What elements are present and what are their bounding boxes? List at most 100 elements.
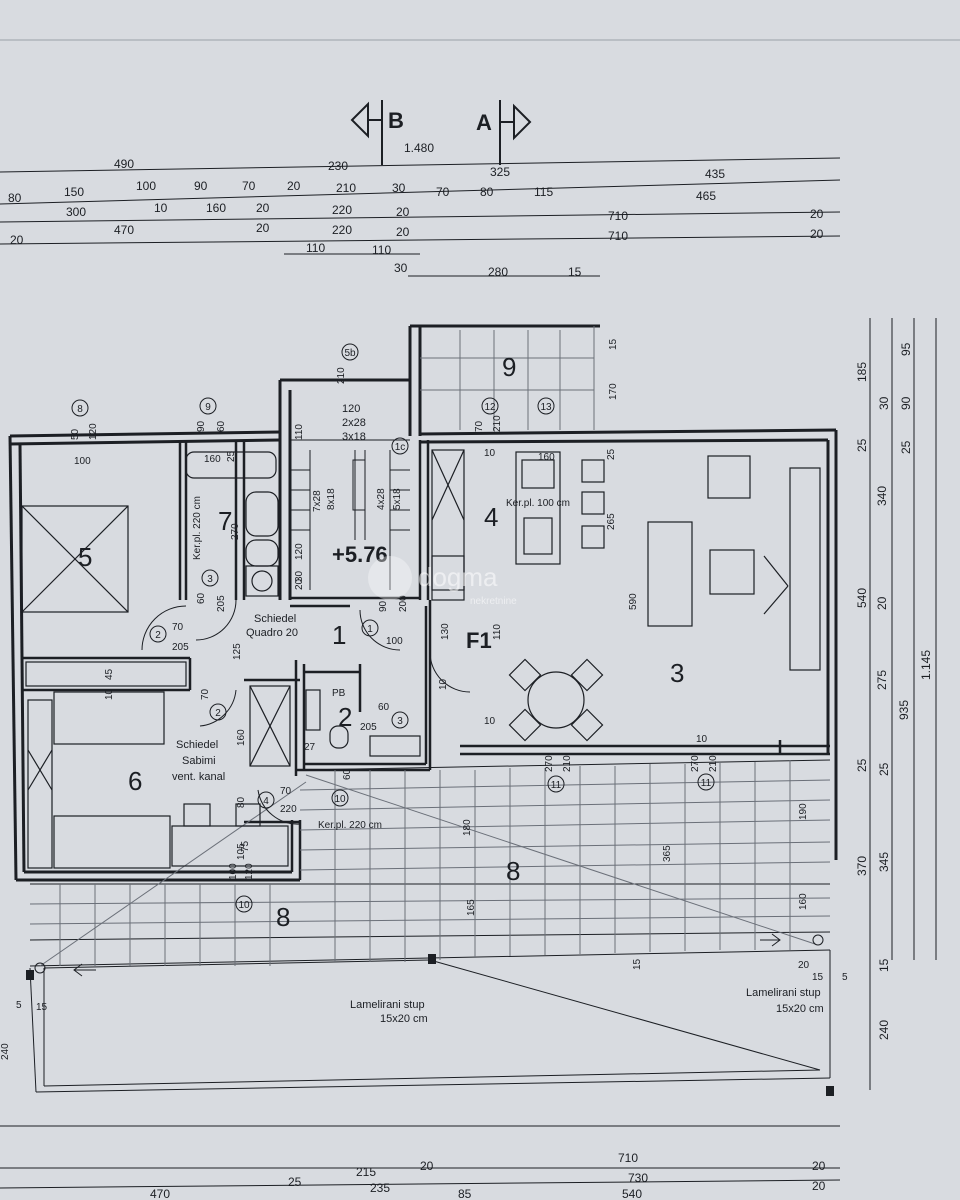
dim-text: 110 bbox=[492, 624, 503, 640]
dim-text: 235 bbox=[370, 1181, 390, 1195]
label: 4x28 bbox=[376, 488, 387, 510]
reference-circle-labels: 8 9 5b 1c 12 13 3 2 1 2 3 4 10 10 11 11 bbox=[77, 348, 711, 911]
dim-text: 50 bbox=[70, 428, 81, 440]
dim-text: 365 bbox=[662, 845, 673, 862]
dim-text: 20 bbox=[810, 207, 824, 221]
terrace-pergola bbox=[29, 759, 831, 1093]
dim-text: 130 bbox=[440, 623, 451, 640]
bottom-dimension-lines bbox=[0, 1125, 841, 1189]
dim-text: 70 bbox=[172, 622, 184, 633]
dim-text: 160 bbox=[206, 201, 226, 215]
door-swings bbox=[141, 599, 471, 825]
label: Ker.pl. 100 cm bbox=[506, 498, 570, 509]
room-6-label: 6 bbox=[128, 766, 142, 796]
dim-text: 210 bbox=[708, 755, 719, 772]
dim-text: 190 bbox=[798, 803, 809, 820]
reference-circles bbox=[71, 343, 715, 913]
bathtub bbox=[185, 451, 277, 479]
dim-text: 125 bbox=[232, 643, 243, 660]
dim-text: 15 bbox=[877, 958, 891, 972]
staircase bbox=[290, 439, 410, 590]
column-round bbox=[34, 962, 46, 974]
dim-text: 15 bbox=[632, 958, 643, 970]
dim-text: 120 bbox=[294, 543, 305, 560]
circle-label: 5b bbox=[344, 348, 356, 359]
dim-text: 280 bbox=[488, 265, 508, 279]
dim-text: 210 bbox=[492, 415, 503, 432]
circle-label: 3 bbox=[207, 574, 213, 585]
dim-text: 25 bbox=[606, 448, 617, 460]
section-marker-b: B bbox=[350, 100, 404, 165]
top-dimension-row-4: 110 110 bbox=[306, 241, 391, 257]
label: Lamelirani stup bbox=[350, 999, 425, 1011]
shower bbox=[249, 685, 291, 767]
dim-text: 20 bbox=[420, 1159, 434, 1173]
sink bbox=[245, 491, 279, 537]
dim-text: 45 bbox=[104, 668, 115, 680]
dim-text: 80 bbox=[236, 796, 247, 808]
dim-text: 20 bbox=[812, 1159, 826, 1173]
room-8-label: 8 bbox=[506, 856, 520, 886]
dim-text: 470 bbox=[114, 223, 134, 237]
dim-text: 205 bbox=[216, 595, 227, 612]
dim-text: 230 bbox=[328, 159, 348, 173]
circle-label: 2 bbox=[155, 630, 161, 641]
dim-text: 25 bbox=[855, 758, 869, 772]
dim-text: 100 bbox=[386, 636, 403, 647]
dim-text: 30 bbox=[294, 570, 305, 582]
dim-text: 110 bbox=[306, 241, 325, 255]
dim-text: 70 bbox=[242, 179, 256, 193]
dim-text: 150 bbox=[64, 185, 84, 199]
dim-text: 20 bbox=[810, 227, 824, 241]
dim-text: 20 bbox=[256, 201, 270, 215]
dim-text: 70 bbox=[474, 420, 485, 432]
watermark-name: dogma bbox=[418, 562, 498, 592]
dim-text: 490 bbox=[114, 157, 134, 171]
dim-text: 60 bbox=[216, 420, 227, 432]
dim-text: 265 bbox=[606, 513, 617, 530]
room-4-label: 4 bbox=[484, 502, 498, 532]
dim-text: 435 bbox=[705, 167, 725, 181]
room-7-label: 7 bbox=[218, 506, 232, 536]
room-8-label: 8 bbox=[276, 902, 290, 932]
label: Quadro 20 bbox=[246, 627, 298, 639]
dim-text: 20 bbox=[294, 578, 305, 590]
dim-text: 15 bbox=[608, 338, 619, 350]
dim-text: 60 bbox=[342, 768, 353, 780]
room-9-label: 9 bbox=[502, 352, 516, 382]
dim-text: 200 bbox=[398, 595, 409, 612]
dim-text: 270 bbox=[230, 523, 241, 540]
circle-label: 8 bbox=[77, 404, 83, 415]
top-dimension-lines bbox=[0, 157, 841, 277]
label: Sabimi bbox=[182, 755, 216, 767]
dim-text: 165 bbox=[466, 899, 477, 916]
dim-text: 170 bbox=[608, 383, 619, 400]
label: vent. kanal bbox=[172, 771, 225, 783]
dim-text: 345 bbox=[877, 852, 891, 872]
dim-text: 210 bbox=[336, 181, 356, 195]
circle-label: 4 bbox=[263, 796, 269, 807]
dining-table bbox=[527, 671, 585, 729]
dim-text: 90 bbox=[196, 420, 207, 432]
dim-text: 10 bbox=[484, 448, 496, 459]
dim-text: 540 bbox=[622, 1187, 642, 1200]
dim-text: 220 bbox=[332, 223, 352, 237]
top-dimension-row-0: 490 230 1.480 325 435 bbox=[114, 141, 725, 181]
circle-label: 11 bbox=[551, 780, 562, 791]
dim-text: 15 bbox=[36, 1002, 48, 1013]
right-dimension-lines bbox=[869, 318, 937, 1090]
watermark-logo-icon bbox=[368, 556, 412, 600]
label: 8x18 bbox=[326, 488, 337, 510]
top-dimension-row-2: 300 10 160 20 220 20 710 20 bbox=[66, 201, 824, 223]
dim-text: 1.145 bbox=[919, 650, 933, 680]
label: 3x18 bbox=[342, 431, 366, 443]
dim-text: 210 bbox=[562, 755, 573, 772]
section-b-label: B bbox=[388, 108, 404, 133]
dim-text: 270 bbox=[544, 755, 555, 772]
dim-text: 300 bbox=[66, 205, 86, 219]
dim-text: 710 bbox=[608, 229, 628, 243]
direction-arrows bbox=[73, 933, 781, 977]
dim-text: 465 bbox=[696, 189, 716, 203]
interior-dimensions: 100 50 120 90 60 160 25 270 205 70 205 1… bbox=[0, 338, 848, 1060]
